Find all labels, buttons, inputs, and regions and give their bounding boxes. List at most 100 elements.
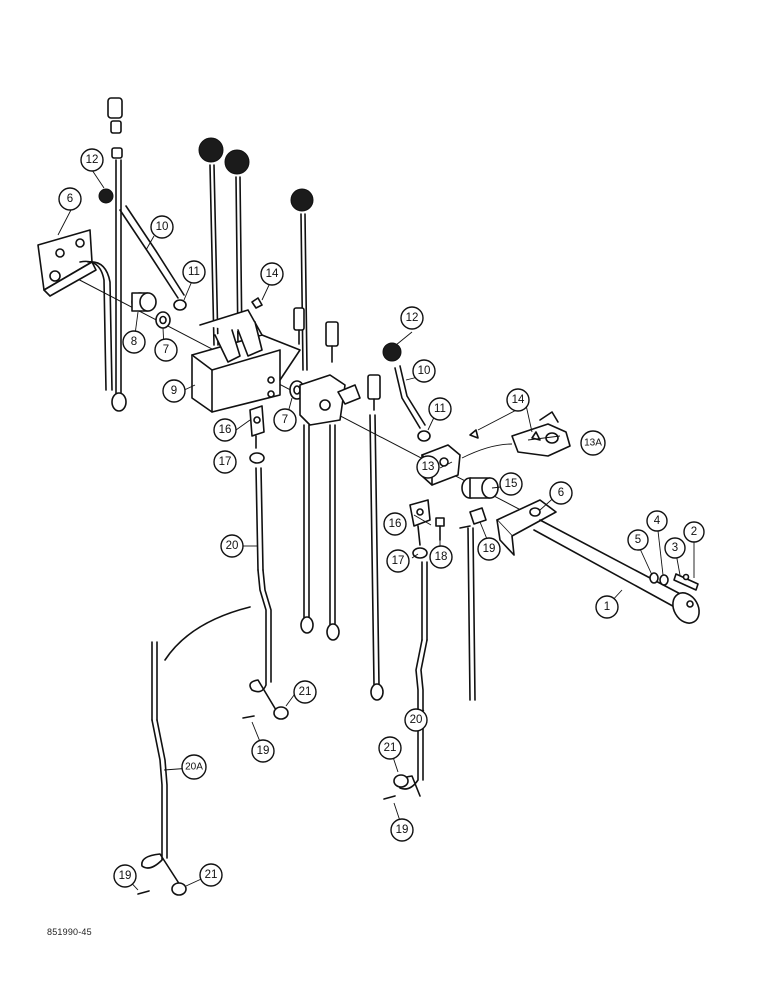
- washer-21-bottom: [171, 882, 187, 896]
- callout-19a: 19: [477, 537, 501, 561]
- nut-17-left: [249, 452, 265, 464]
- pin-19-d: [459, 525, 471, 529]
- middle-control-lever: [290, 188, 361, 426]
- callout-5: 5: [627, 529, 649, 551]
- callout-2: 2: [683, 521, 705, 543]
- svg-text:20: 20: [226, 540, 239, 552]
- svg-text:13A: 13A: [584, 438, 602, 449]
- svg-text:19: 19: [483, 543, 496, 555]
- callout-11b: 11: [428, 397, 452, 421]
- svg-text:16: 16: [219, 424, 232, 436]
- svg-text:10: 10: [418, 365, 431, 377]
- callout-6b: 6: [549, 481, 573, 505]
- callout-19c: 19: [390, 818, 414, 842]
- svg-text:21: 21: [299, 686, 312, 698]
- callout-7a: 7: [154, 338, 178, 362]
- knob-12-right: [382, 342, 402, 362]
- right-tall-rod: [467, 527, 476, 701]
- callout-17a: 17: [213, 450, 237, 474]
- long-rod-20A: [141, 641, 181, 886]
- callout-6a: 6: [58, 187, 82, 211]
- svg-text:4: 4: [654, 515, 661, 527]
- callout-17b: 17: [386, 549, 410, 573]
- callout-14a: 14: [260, 262, 284, 286]
- svg-text:14: 14: [512, 394, 525, 406]
- svg-text:17: 17: [392, 555, 405, 567]
- right-bent-lever: [382, 342, 426, 429]
- nut-17-right: [412, 547, 428, 559]
- part-11-left: [173, 299, 187, 311]
- callout-21a: 21: [293, 680, 317, 704]
- callout-9: 9: [162, 379, 186, 403]
- left-bent-lever: [98, 188, 185, 299]
- callout-21c: 21: [199, 863, 223, 887]
- callout-11a: 11: [182, 260, 206, 284]
- svg-text:6: 6: [558, 487, 564, 499]
- right-mount-bracket: [496, 499, 557, 556]
- washer-5: [649, 572, 659, 584]
- callout-21b: 21: [378, 736, 402, 760]
- callout-16a: 16: [213, 418, 237, 442]
- svg-text:20A: 20A: [185, 762, 203, 773]
- svg-text:21: 21: [384, 742, 397, 754]
- svg-text:21: 21: [205, 869, 218, 881]
- svg-text:11: 11: [188, 266, 200, 278]
- pin-19-c: [137, 890, 150, 895]
- svg-text:6: 6: [67, 193, 73, 205]
- long-rod-20-right: [398, 561, 428, 797]
- bushing-15: [461, 477, 499, 499]
- svg-text:14: 14: [266, 268, 279, 280]
- left-mount-bracket: [37, 229, 113, 391]
- svg-text:5: 5: [635, 534, 641, 546]
- bracket-13A: [511, 411, 571, 457]
- callout-20a: 20: [220, 534, 244, 558]
- svg-text:17: 17: [219, 456, 232, 468]
- callout-16b: 16: [383, 512, 407, 536]
- callout-12b: 12: [400, 306, 424, 330]
- spacer-8: [131, 292, 157, 312]
- washer-21-mid: [393, 774, 409, 788]
- svg-text:2: 2: [691, 526, 697, 538]
- svg-text:18: 18: [435, 551, 448, 563]
- callout-12a: 12: [80, 148, 104, 172]
- svg-text:15: 15: [505, 478, 518, 490]
- callout-10a: 10: [150, 215, 174, 239]
- long-rod-20-left: [249, 467, 277, 711]
- figure-code: 851990-45: [47, 927, 92, 937]
- callout-13: 13: [416, 455, 440, 479]
- clevis-16-left: [249, 405, 265, 449]
- callout-10b: 10: [412, 359, 436, 383]
- middle-long-rods: [300, 414, 384, 701]
- svg-text:9: 9: [171, 385, 177, 397]
- rod-20A-arrow: [164, 606, 251, 661]
- callout-20c: 20A: [181, 754, 207, 780]
- bolt-2-3: [673, 573, 699, 591]
- callout-1: 1: [595, 595, 619, 619]
- knob-12-left: [98, 188, 114, 204]
- clevis-16-right: [409, 499, 431, 546]
- callout-13a: 13A: [580, 430, 606, 456]
- callout-15: 15: [499, 472, 523, 496]
- callout-20b: 20: [404, 708, 428, 732]
- svg-text:12: 12: [86, 154, 99, 166]
- svg-text:3: 3: [672, 542, 678, 554]
- svg-text:8: 8: [131, 336, 137, 348]
- callout-4: 4: [646, 510, 668, 532]
- callout-19b: 19: [251, 739, 275, 763]
- middle-clevises: [293, 307, 381, 411]
- cross-shaft-1: [533, 519, 700, 624]
- svg-text:20: 20: [410, 714, 423, 726]
- callout-3: 3: [664, 537, 686, 559]
- washer-21-left: [273, 706, 289, 720]
- callout-19d: 19: [113, 864, 137, 888]
- svg-text:7: 7: [282, 414, 288, 426]
- svg-text:16: 16: [389, 518, 402, 530]
- callout-14b: 14: [506, 388, 530, 412]
- control-housing-9: [191, 309, 301, 413]
- svg-text:11: 11: [434, 403, 446, 415]
- part-11-right: [417, 430, 431, 442]
- svg-text:19: 19: [396, 824, 409, 836]
- callout-8: 8: [122, 330, 146, 354]
- svg-text:12: 12: [406, 312, 419, 324]
